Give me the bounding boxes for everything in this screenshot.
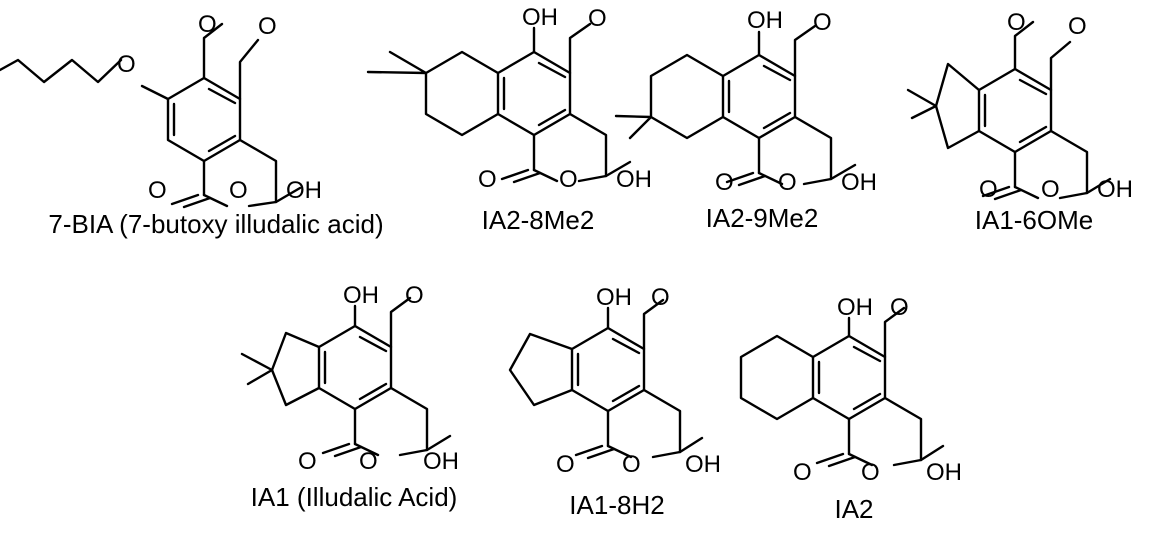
atom-oxygen: O	[478, 166, 497, 193]
atom-hydroxyl: OH	[286, 177, 322, 204]
atom-hydroxyl: OH	[423, 448, 459, 475]
atom-hydroxyl: OH	[1097, 176, 1133, 203]
compound-ia1-8h2: OH O O O OH IA1-8H2	[508, 284, 721, 520]
compound-7-bia: O O O O O OH 7-BIA (7-butoxy illudalic a…	[0, 11, 384, 239]
atom-hydroxyl: OH	[837, 294, 873, 321]
atom-oxygen: O	[298, 448, 317, 475]
atom-oxygen: O	[778, 169, 797, 196]
atom-oxygen: O	[813, 9, 832, 36]
atom-oxygen: O	[556, 451, 575, 478]
compound-caption: IA2-9Me2	[706, 203, 819, 233]
atom-oxygen: O	[405, 282, 424, 309]
atom-oxygen: O	[793, 459, 812, 486]
atom-oxygen: O	[651, 284, 670, 311]
atom-oxygen: O	[1041, 176, 1060, 203]
atom-oxygen: O	[890, 294, 909, 321]
compound-ia2-9me2: OH O O O OH IA2-9Me2	[614, 7, 877, 233]
atom-oxygen: O	[861, 459, 880, 486]
atom-oxygen: O	[1007, 9, 1026, 36]
compound-caption: IA1 (Illudalic Acid)	[251, 482, 458, 512]
atom-oxygen: O	[1068, 13, 1087, 40]
atom-hydroxyl: OH	[841, 169, 877, 196]
atom-hydroxyl: OH	[747, 7, 783, 34]
compound-caption: IA2-8Me2	[482, 205, 595, 235]
atom-oxygen: O	[117, 51, 136, 78]
compound-caption: IA2	[834, 494, 873, 524]
atom-oxygen: O	[559, 166, 578, 193]
compound-caption: 7-BIA (7-butoxy illudalic acid)	[48, 209, 383, 239]
compound-ia2-8me2: OH O O O OH IA2-8Me2	[366, 4, 652, 235]
atom-oxygen: O	[148, 177, 167, 204]
atom-oxygen: O	[359, 448, 378, 475]
compound-ia1-6ome: O O O O OH IA1-6OMe	[906, 9, 1133, 235]
atom-hydroxyl: OH	[685, 451, 721, 478]
atom-oxygen: O	[229, 177, 248, 204]
atom-hydroxyl: OH	[522, 4, 558, 31]
atom-oxygen: O	[588, 5, 607, 32]
compound-ia2: OH O O O OH IA2	[739, 294, 962, 524]
compound-caption: IA1-6OMe	[975, 205, 1094, 235]
atom-oxygen: O	[258, 13, 277, 40]
atom-oxygen: O	[198, 11, 217, 38]
atom-oxygen: O	[715, 169, 734, 196]
compound-caption: IA1-8H2	[569, 490, 664, 520]
atom-hydroxyl: OH	[926, 459, 962, 486]
atom-hydroxyl: OH	[596, 284, 632, 311]
atom-oxygen: O	[979, 176, 998, 203]
atom-hydroxyl: OH	[343, 282, 379, 309]
atom-oxygen: O	[622, 451, 641, 478]
atom-hydroxyl: OH	[616, 166, 652, 193]
compound-ia1: OH O O O OH IA1 (Illudalic Acid)	[240, 282, 459, 512]
